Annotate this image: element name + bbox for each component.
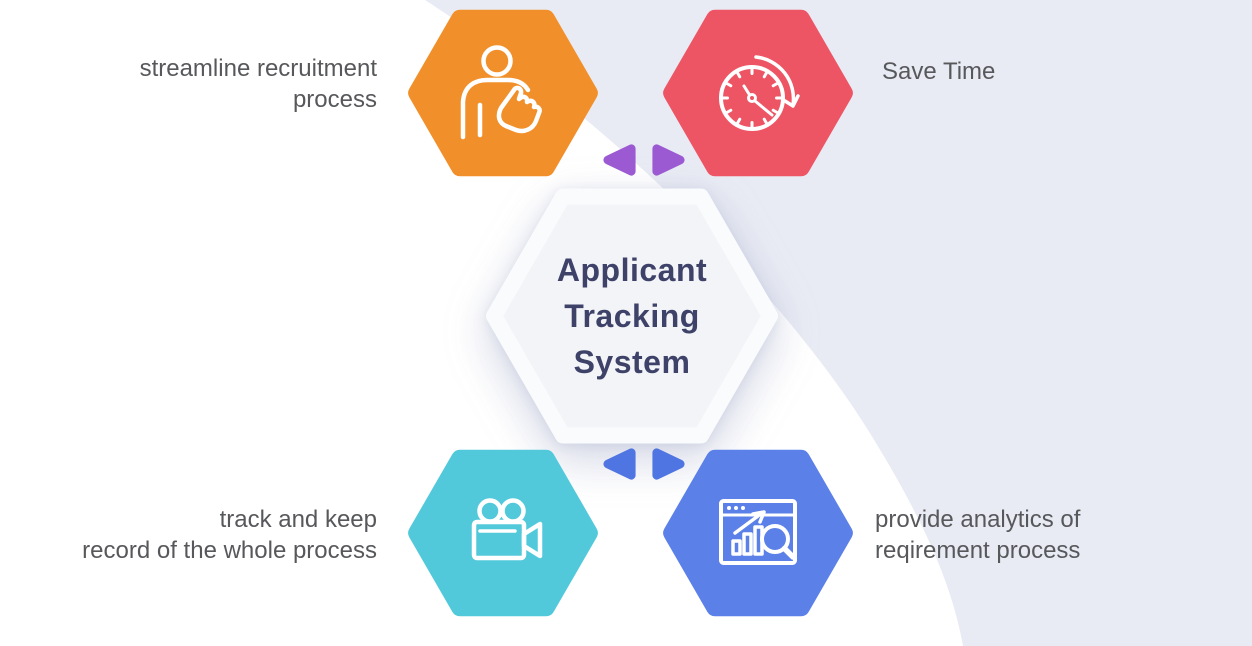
center-title: Applicant Tracking System bbox=[472, 171, 792, 461]
hexagon-shape-orange bbox=[408, 9, 598, 177]
background-swoosh-shape bbox=[425, 0, 1252, 646]
hexagon-streamline-recruitment bbox=[405, 5, 601, 181]
analytics-search-icon bbox=[719, 499, 797, 565]
center-title-line1: Applicant bbox=[556, 252, 708, 288]
hexagon-analytics bbox=[660, 445, 856, 621]
hexagon-shape-blue bbox=[663, 449, 853, 617]
label-track-record: track and keep record of the whole proce… bbox=[82, 506, 377, 564]
connector-arrow-right-top bbox=[652, 144, 685, 176]
stopwatch-icon bbox=[719, 55, 800, 131]
connector-arrow-left-top bbox=[603, 144, 636, 176]
center-title-line3: System bbox=[573, 344, 691, 380]
hexagon-save-time bbox=[660, 5, 856, 181]
label-analytics: provide analytics of reqirement process bbox=[875, 506, 1081, 564]
person-click-icon bbox=[460, 45, 542, 140]
hexagon-shape-teal bbox=[408, 449, 598, 617]
center-hexagon-shape bbox=[486, 188, 778, 444]
connector-arrow-right-bottom bbox=[652, 448, 685, 480]
hexagon-shape-red bbox=[663, 9, 853, 177]
center-title-line2: Tracking bbox=[564, 298, 700, 334]
hexagon-track-record bbox=[405, 445, 601, 621]
video-camera-icon bbox=[471, 498, 543, 561]
label-save-time: Save Time bbox=[882, 58, 996, 85]
label-streamline-recruitment: streamline recruitment process bbox=[139, 55, 377, 113]
connector-arrow-left-bottom bbox=[603, 448, 636, 480]
center-hexagon: Applicant Tracking System bbox=[472, 171, 792, 461]
